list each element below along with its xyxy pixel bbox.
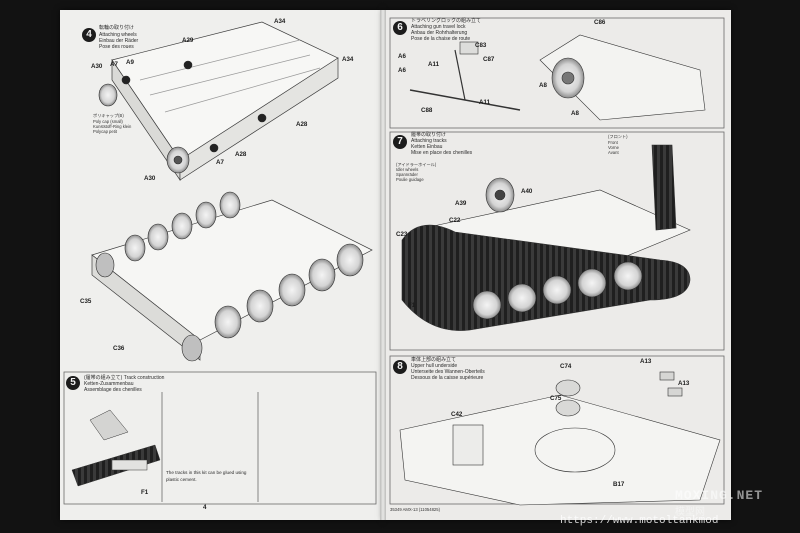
callout-a6-2: A6 [398,67,406,74]
callout-a7-2: A7 [216,159,224,166]
callout-a34-2: A34 [342,56,354,63]
step4-title-de: Einbau der Räder [99,38,139,44]
step8-number: 8 [393,360,407,374]
step5-frame [63,371,377,505]
callout-f1: F1 [408,302,416,309]
step4-wheels [98,60,267,174]
callout-a8-2: A8 [571,110,579,117]
callout-c23: C23 [396,231,408,238]
step6-frame [389,17,725,129]
step4-number: 4 [82,28,96,42]
callout-a7: A7 [110,61,118,68]
step5-title: (履帯の組み立て) Track construction [84,375,165,381]
step5-callout-f1: F1 [141,489,149,496]
callout-a30: A30 [91,63,103,70]
callout-c42: C42 [451,411,463,418]
front-label-ja: (フロント) [608,134,628,139]
callout-a13-2: A13 [678,380,690,387]
callout-a28: A28 [296,121,308,128]
front-label-fr: Avant [608,150,619,155]
callout-a9: A9 [126,59,134,66]
callout-c22: C22 [449,217,461,224]
callout-c74: C74 [560,363,572,370]
callout-a39: A39 [455,200,467,207]
step7-frame [389,131,725,351]
callout-a29: A29 [182,37,194,44]
callout-a40: A40 [521,188,533,195]
callout-a11-2: A11 [479,99,491,106]
idler-label-fr: Poulie guidage [396,177,424,182]
step6-title-de: Anbau der Rohrhalterung [411,30,468,36]
right-page-footer: 35349 AMX-13 (11054825) [390,507,440,512]
step8-title-fr: Dessous de la caisse supérieure [411,375,484,381]
callout-c87: C87 [483,56,495,63]
callout-c75: C75 [550,395,562,402]
step7-title-de: Ketten Einbau [411,144,443,150]
step5-title-de: Ketten-Zusammenbau [84,381,134,387]
step6-title-fr: Pose de la chaise de route [411,36,471,42]
step5-title-fr: Assemblage des chenilles [84,387,142,393]
watermark-url: https://www.motoltankmod [560,515,719,527]
book-gutter [380,10,386,520]
callout-a8: A8 [539,82,547,89]
polycap-label-fr: Polycap petit [93,129,117,134]
step4-road-wheels [95,191,364,362]
left-page-number: 4 [203,504,207,511]
step4-title-en: Attaching wheels [99,32,137,38]
callout-a11: A11 [428,61,440,68]
polycap-label-en: Poly cap (small) [93,119,123,124]
step4-title-ja: 転輪の取り付け [99,25,135,31]
watermark-chinese: 模型网 [675,508,705,519]
front-label-en: Front [608,140,618,145]
step5-number: 5 [66,376,80,390]
callout-c36: C36 [113,345,125,352]
step7-title-fr: Mise en place des chenilles [411,150,473,156]
front-label-de: Vorne [608,145,619,150]
idler-label-de: Spannräder [396,172,418,177]
step8-title-de: Unterseite des Wannen-Oberteils [411,369,485,375]
watermark-site: MOXING.NET [675,488,764,503]
step7-title-en: Attaching tracks [411,138,447,144]
idler-label-ja: (アイドラーホイール) [396,162,437,167]
callout-c86: C86 [594,19,606,26]
step5-track-drawing [71,409,161,487]
step8-drawing [399,371,721,506]
callout-a30-2: A30 [144,175,156,182]
idler-label-en: Idler wheels [396,167,419,172]
callout-a34: A34 [274,18,286,25]
step6-title-ja: トラベリングロックの組み立て [411,18,482,24]
callout-c83: C83 [475,42,487,49]
polycap-label-ja: ポリキャップ(B) [93,113,124,118]
step4-title-fr: Pose des roues [99,44,134,50]
callout-c35: C35 [80,298,92,305]
step8-title-ja: 車体上部の組み立て [411,357,457,363]
step7-drawing [401,144,691,331]
callout-a28-2: A28 [235,151,247,158]
step5-tracks-note: The tracks in this kit can be glued usin… [166,470,247,482]
step7-title-ja: 履帯の取り付け [411,132,447,138]
callout-a13: A13 [640,358,652,365]
polycap-label-de: Kunststoff-Ring klein [93,124,132,129]
callout-b17: B17 [613,481,625,488]
step6-title-en: Attaching gun travel lock [411,24,466,30]
callout-c88: C88 [421,107,433,114]
step7-number: 7 [393,135,407,149]
step6-number: 6 [393,21,407,35]
callout-a6: A6 [398,53,406,60]
step6-drawing [409,34,706,121]
step4-hull-drawing [111,21,339,182]
step8-title-en: Upper hull underside [411,363,458,369]
